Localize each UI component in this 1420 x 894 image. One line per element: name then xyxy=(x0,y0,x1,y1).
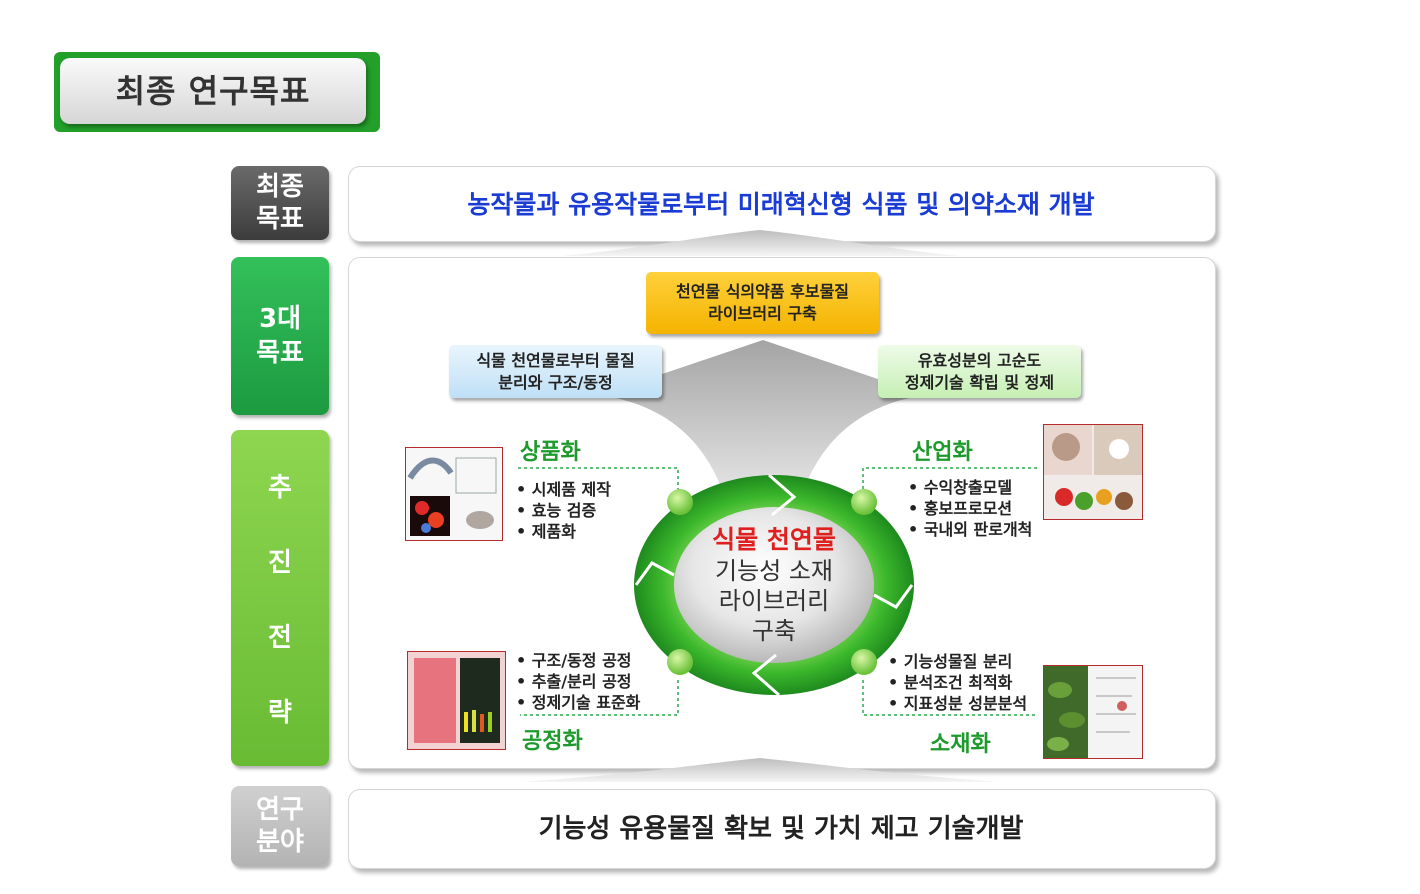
cycle-ball xyxy=(851,649,877,675)
up-arrow-top-strip xyxy=(560,230,960,256)
title-tab-face xyxy=(60,58,366,124)
goal-line: 식물 천연물로부터 물질 xyxy=(476,350,635,370)
side-label-line: 최종 xyxy=(256,172,304,202)
list-item: 제품화 xyxy=(516,521,611,542)
up-arrow-bottom-strip xyxy=(520,758,1000,782)
page-title: 최종 연구목표 xyxy=(115,72,311,110)
photo-process xyxy=(407,651,506,750)
cycle-center-label: 식물 천연물 기능성 소재 라이브러리 구축 xyxy=(684,524,864,646)
photo-commercialization-image xyxy=(406,448,502,540)
quadrant-heading-materials: 소재화 xyxy=(930,732,991,757)
quadrant-heading-process: 공정화 xyxy=(522,729,583,754)
quadrant-list-materials: 기능성물질 분리 분석조건 최적화 지표성분 성분분석 xyxy=(888,651,1027,714)
side-label-char: 략 xyxy=(268,698,292,728)
list-item: 홍보프로모션 xyxy=(908,498,1032,519)
cycle-center-title: 식물 천연물 xyxy=(712,525,836,554)
list-item: 지표성분 성분분석 xyxy=(888,693,1027,714)
title-tab: 최종 연구목표 xyxy=(54,52,380,132)
side-label-char: 추 xyxy=(268,473,292,503)
side-label-char: 진 xyxy=(268,548,292,578)
list-item: 효능 검증 xyxy=(516,500,611,521)
goal-line: 라이브러리 구축 xyxy=(708,304,817,323)
goal-line: 정제기술 확립 및 정제 xyxy=(904,372,1055,392)
final-goal-text: 농작물과 유용작물로부터 미래혁신형 식품 및 의약소재 개발 xyxy=(467,190,1095,219)
photo-process-image xyxy=(408,652,505,749)
list-item: 구조/동정 공정 xyxy=(516,650,640,671)
cycle-ball xyxy=(667,489,693,515)
cycle-ball xyxy=(667,649,693,675)
cycle-center-line: 기능성 소재 xyxy=(714,557,834,585)
list-item: 기능성물질 분리 xyxy=(888,651,1027,672)
side-label-line: 3대 xyxy=(258,304,301,334)
goal-line: 천연물 식의약품 후보물질 xyxy=(675,282,850,301)
photo-commercialization xyxy=(405,447,503,541)
side-label-line: 목표 xyxy=(256,204,304,234)
cycle-ball xyxy=(851,489,877,515)
cycle-center-line: 구축 xyxy=(751,617,797,645)
list-item: 정제기술 표준화 xyxy=(516,692,641,713)
photo-materials xyxy=(1043,665,1143,759)
goal-line: 분리와 구조/동정 xyxy=(498,372,613,392)
quadrant-heading-commercialization: 상품화 xyxy=(520,440,581,465)
list-item: 수익창출모델 xyxy=(908,477,1032,498)
side-label-line: 분야 xyxy=(256,827,304,857)
photo-industrialization xyxy=(1043,424,1143,520)
research-field-panel xyxy=(348,789,1216,869)
side-label-line: 연구 xyxy=(256,795,304,825)
cycle-center-line: 라이브러리 xyxy=(718,587,830,615)
dashed-connectors xyxy=(518,467,1037,716)
cycle-ring xyxy=(634,473,914,697)
quadrant-heading-industrialization: 산업화 xyxy=(912,440,973,465)
list-item: 분석조건 최적화 xyxy=(888,672,1027,693)
research-field-text: 기능성 유용물질 확보 및 가치 제고 기술개발 xyxy=(538,814,1024,844)
side-label-line: 목표 xyxy=(256,338,304,368)
photo-industrialization-image xyxy=(1044,425,1142,519)
quadrant-list-process: 구조/동정 공정 추출/분리 공정 정제기술 표준화 xyxy=(516,650,641,713)
side-label-char: 전 xyxy=(268,623,292,653)
side-label-strategy: 추 진 전 략 xyxy=(231,430,329,766)
up-arrow-shape xyxy=(600,340,925,500)
list-item: 추출/분리 공정 xyxy=(516,671,640,692)
list-item: 시제품 제작 xyxy=(516,479,611,500)
quadrant-list-commercialization: 시제품 제작 효능 검증 제품화 xyxy=(516,479,611,542)
quadrant-list-industrialization: 수익창출모델 홍보프로모션 국내외 판로개척 xyxy=(908,477,1033,540)
goal-line: 유효성분의 고순도 xyxy=(917,350,1042,370)
list-item: 국내외 판로개척 xyxy=(908,519,1033,540)
photo-materials-image xyxy=(1044,666,1142,758)
